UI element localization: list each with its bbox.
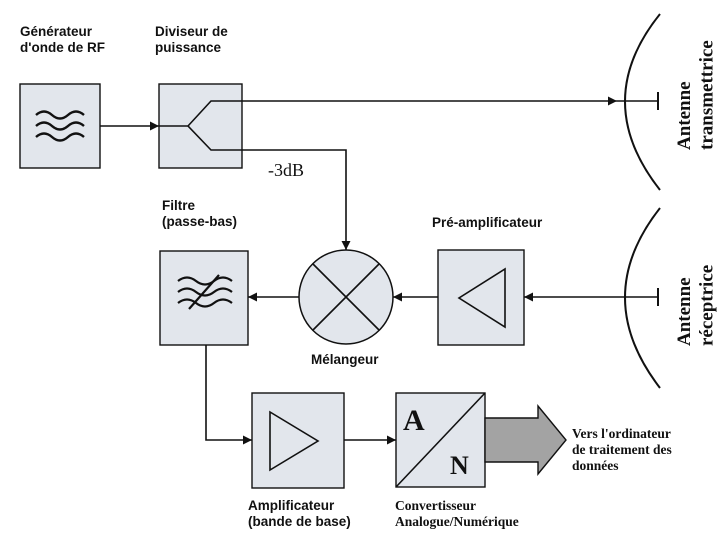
transmit-antenna-label: Antennetransmettrice	[674, 40, 717, 150]
text-line: Antenne	[674, 277, 695, 346]
triangle-left-icon	[457, 267, 506, 329]
triangle-right-icon	[269, 410, 320, 472]
text-line: puissance	[155, 40, 222, 55]
preamp-label: Pré-amplificateur	[432, 215, 543, 230]
mixer-label: Mélangeur	[311, 352, 379, 367]
text-line: d'onde de RF	[20, 40, 105, 55]
text-line: transmettrice	[696, 40, 717, 150]
adc-letter-n: N	[450, 451, 469, 480]
adc-block: A N	[395, 392, 486, 488]
receive-antenna-label: Antenneréceptrice	[674, 265, 717, 346]
attenuation-label: -3dB	[268, 160, 304, 180]
text-line: Diviseur de	[155, 24, 228, 39]
text-line: Antenne	[674, 81, 695, 150]
text-line: Analogue/Numérique	[395, 514, 519, 529]
text-line: Amplificateur	[248, 498, 335, 513]
rf-generator-block	[19, 83, 101, 169]
text-line: Pré-amplificateur	[432, 215, 543, 230]
text-line: Convertisseur	[395, 498, 476, 513]
mixer-symbol	[298, 249, 394, 345]
text-line: de traitement des	[572, 442, 672, 457]
signal-paths	[100, 96, 617, 445]
text-line: Vers l'ordinateur	[572, 426, 671, 441]
receive-antenna	[617, 207, 661, 389]
filter-icon	[177, 274, 233, 310]
text-line: Générateur	[20, 24, 93, 39]
amplifier-label: Amplificateur(bande de base)	[248, 498, 351, 529]
text-line: Filtre	[162, 198, 195, 213]
power-divider-block	[158, 83, 243, 169]
sine-wave-icon	[35, 110, 85, 142]
text-line: données	[572, 458, 619, 473]
text-line: réceptrice	[696, 265, 717, 346]
text-line: (bande de base)	[248, 514, 351, 529]
low-pass-filter-block	[159, 250, 249, 346]
adc-letter-a: A	[403, 404, 425, 437]
text-line: (passe-bas)	[162, 214, 237, 229]
preamp-block	[437, 249, 525, 346]
transmit-antenna	[617, 13, 661, 191]
amplifier-block	[251, 392, 345, 489]
text-line: Mélangeur	[311, 352, 379, 367]
output-arrow	[484, 404, 567, 476]
filter-label: Filtre(passe-bas)	[162, 198, 237, 229]
